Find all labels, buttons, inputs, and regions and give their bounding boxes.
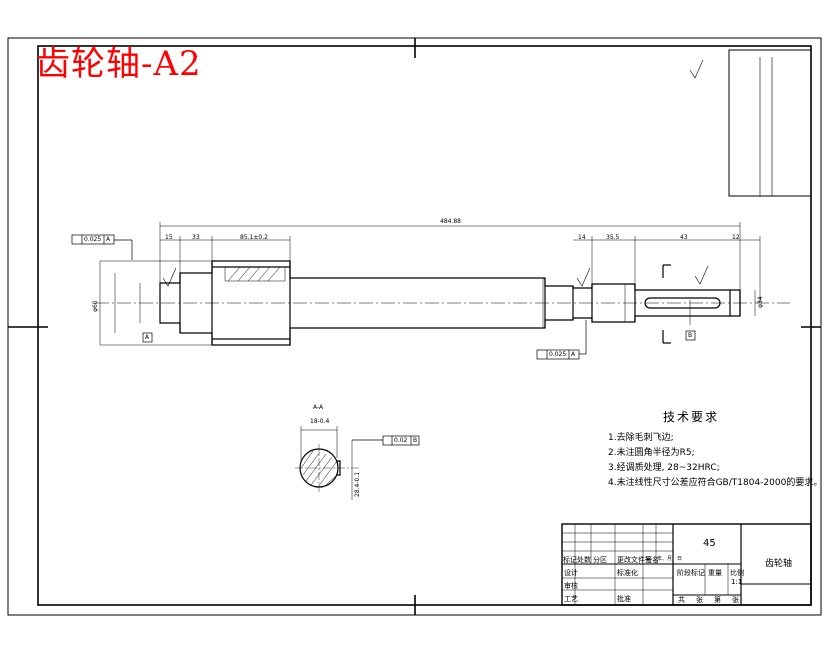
symmetry-value: 0.02 <box>394 437 408 444</box>
tech-heading: 技术要求 <box>663 410 720 424</box>
roughness-symbols <box>162 59 709 287</box>
dim-length-g: 12 <box>732 234 740 241</box>
section-markers <box>662 264 671 344</box>
datum-b-ref: B <box>413 437 418 444</box>
tb-label-total: 共 <box>678 596 685 604</box>
dim-section-depth: 28.4-0.1 <box>354 471 361 497</box>
part-name: 齿轮轴 <box>765 559 793 569</box>
tb-label-sheet: 张 <box>732 596 739 604</box>
tb-label-stage: 阶段标记 <box>677 569 705 577</box>
datum-a-ref-right: A <box>571 351 576 358</box>
runout-right-value: 0.025 <box>549 351 567 358</box>
datum-a-label: A <box>145 334 150 341</box>
tb-row-label: 签名 <box>645 556 659 564</box>
technical-requirements: 技术要求 1.去除毛刺飞边; 2.未注圆角半径为R5; 3.经调质处理, 28~… <box>608 410 822 491</box>
dim-section-width: 18-0.4 <box>310 418 330 425</box>
tb-label-page: 第 <box>714 596 721 604</box>
tb-row-label: 更改文件号 <box>617 556 652 564</box>
tb-row-label: 处数 <box>577 556 591 564</box>
tb-label-sheets: 张 <box>696 596 703 604</box>
tech-item: 3.经调质处理, 28~32HRC; <box>608 463 720 473</box>
section-view-aa <box>295 426 360 500</box>
datum-a-ref-left: A <box>106 236 111 243</box>
tb-label-approve: 批准 <box>617 595 631 603</box>
dim-length-f: 43 <box>680 234 688 241</box>
dim-dia-left: φ60 <box>92 300 99 312</box>
tb-row-label: 标记 <box>563 556 577 564</box>
outer-border <box>7 37 822 616</box>
gear-teeth-hatch <box>224 266 286 282</box>
material: 45 <box>703 538 716 549</box>
dim-length-c: 85.1±0.2 <box>240 234 268 241</box>
tech-item: 2.未注圆角半径为R5; <box>608 448 695 458</box>
dim-length-a: 15 <box>165 234 173 241</box>
datum-b-label: B <box>688 332 693 339</box>
title-block-lines <box>561 523 812 606</box>
tech-item: 4.未注线性尺寸公差应符合GB/T1804-2000的要求。 <box>608 478 823 488</box>
dim-length-d: 14 <box>578 234 586 241</box>
dim-overall-length: 484.88 <box>440 218 461 225</box>
dim-length-e: 35.5 <box>606 234 620 241</box>
tb-label-process: 工艺 <box>564 595 578 603</box>
dim-length-b: 33 <box>192 234 200 241</box>
tb-label-scale: 比例 <box>730 569 744 577</box>
tb-label-weight: 重量 <box>708 569 722 577</box>
inner-border <box>37 45 812 606</box>
gear-parameter-table <box>728 49 812 197</box>
runout-left-value: 0.025 <box>84 236 102 243</box>
dimension-lines <box>99 222 761 346</box>
dim-dia-right: φ34 <box>757 296 764 308</box>
tb-label-review: 审核 <box>564 582 578 590</box>
tb-row-label: 年、月、日 <box>657 556 683 562</box>
tb-label-standard: 标准化 <box>617 569 638 577</box>
scale-value: 1:1 <box>731 578 743 586</box>
overlay-title: 齿轮轴-A2 <box>36 44 202 84</box>
gdt-frames <box>71 234 696 446</box>
tb-label-design: 设计 <box>564 569 578 577</box>
tb-row-label: 分区 <box>593 556 607 564</box>
tech-item: 1.去除毛刺飞边; <box>608 433 674 443</box>
section-label: A-A <box>313 404 324 411</box>
